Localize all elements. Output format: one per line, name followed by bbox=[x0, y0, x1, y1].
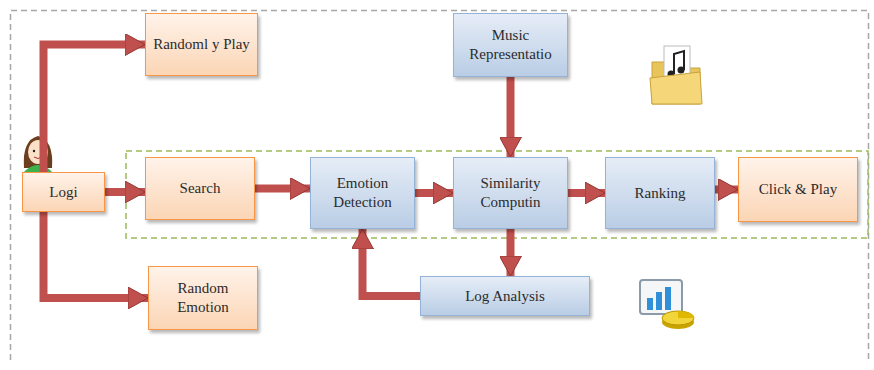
box-label: Click & Play bbox=[759, 180, 837, 199]
search-box: Search bbox=[145, 157, 255, 220]
random-emotion-box: Random Emotion bbox=[148, 266, 258, 330]
log-analysis-box: Log Analysis bbox=[420, 276, 590, 316]
music-representation-box: Music Representatio bbox=[453, 13, 568, 77]
randomly-play-box: Randoml y Play bbox=[145, 13, 258, 76]
outer-dashed-frame bbox=[11, 11, 869, 361]
box-label: Logi bbox=[49, 183, 77, 202]
pipeline-dashed-region bbox=[126, 151, 868, 238]
box-label: Random Emotion bbox=[155, 279, 251, 317]
flow-arrow bbox=[415, 189, 453, 197]
box-label: Search bbox=[180, 179, 221, 198]
music-folder-icon bbox=[650, 46, 702, 104]
flow-arrow bbox=[507, 77, 515, 157]
flow-arrow bbox=[105, 188, 145, 196]
flow-arrow bbox=[715, 186, 738, 194]
flow-arrow bbox=[568, 189, 605, 197]
box-label: Randoml y Play bbox=[153, 35, 250, 54]
login-box: Logi bbox=[22, 172, 105, 212]
chart-icon bbox=[640, 280, 694, 329]
click-play-box: Click & Play bbox=[738, 157, 858, 222]
box-label: Music Representatio bbox=[460, 26, 561, 64]
box-label: Emotion Detection bbox=[317, 174, 408, 212]
emotion-detection-box: Emotion Detection bbox=[310, 157, 415, 229]
box-label: Log Analysis bbox=[465, 287, 545, 306]
similarity-computing-box: Similarity Computin bbox=[453, 157, 568, 229]
box-label: Similarity Computin bbox=[460, 174, 561, 212]
user-icon bbox=[24, 136, 52, 172]
box-label: Ranking bbox=[635, 184, 686, 203]
flow-arrow bbox=[507, 229, 515, 276]
flow-arrow bbox=[255, 185, 310, 193]
flow-arrow bbox=[44, 212, 149, 298]
flow-arrow bbox=[363, 229, 421, 296]
flow-arrow bbox=[44, 45, 146, 173]
ranking-box: Ranking bbox=[605, 157, 715, 229]
